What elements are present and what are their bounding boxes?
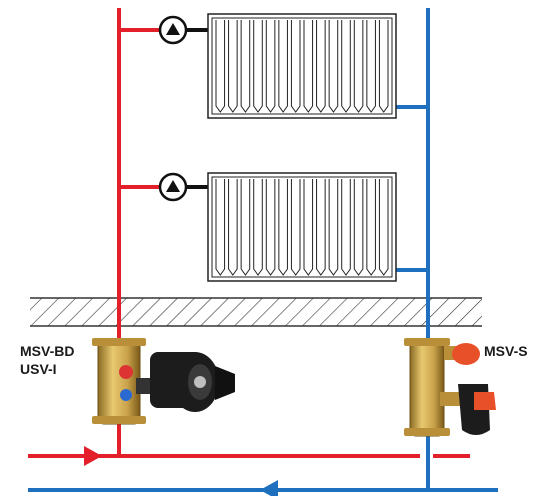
- radiator-fin: [215, 20, 226, 113]
- left-valve-label-line1: MSV-BD: [20, 343, 75, 359]
- radiator-fin: [316, 179, 326, 276]
- radiator-fin: [278, 179, 288, 276]
- supply-flow-arrow: [84, 446, 102, 466]
- radiator-fin: [316, 20, 326, 113]
- radiator-fin: [253, 20, 263, 113]
- right-balancing-valve: [404, 338, 496, 437]
- lower-pump-icon: [158, 172, 188, 202]
- left-valve-label-line2: USV-I: [20, 361, 57, 377]
- radiator-fin: [341, 20, 351, 113]
- lower-radiator: [207, 172, 397, 282]
- upper-pump-icon: [158, 15, 188, 45]
- radiator-fin: [366, 20, 376, 113]
- radiator-fin: [228, 20, 238, 113]
- radiator-fin: [290, 20, 301, 113]
- radiator-fin: [341, 179, 351, 276]
- radiator-fin: [366, 179, 376, 276]
- radiator-fin: [240, 179, 251, 276]
- radiator-fin: [278, 20, 288, 113]
- radiator-fin: [353, 20, 364, 113]
- radiator-fin: [253, 179, 263, 276]
- radiator-fin: [303, 20, 314, 113]
- right-valve-label: MSV-S: [484, 343, 528, 359]
- upper-radiator: [207, 13, 397, 119]
- left-balancing-valve: [92, 338, 235, 425]
- radiator-fin: [215, 179, 226, 276]
- radiator-fin: [353, 179, 364, 276]
- radiator-fin: [328, 179, 339, 276]
- radiator-fin: [290, 179, 301, 276]
- radiator-fin: [228, 179, 238, 276]
- return-flow-arrow: [260, 480, 278, 496]
- floor-slab: [30, 297, 482, 327]
- radiator-fin: [378, 20, 389, 113]
- radiator-fin: [240, 20, 251, 113]
- radiator-fin: [303, 179, 314, 276]
- radiator-fin: [265, 20, 276, 113]
- radiator-fin: [265, 179, 276, 276]
- radiator-fin: [378, 179, 389, 276]
- radiator-fin: [328, 20, 339, 113]
